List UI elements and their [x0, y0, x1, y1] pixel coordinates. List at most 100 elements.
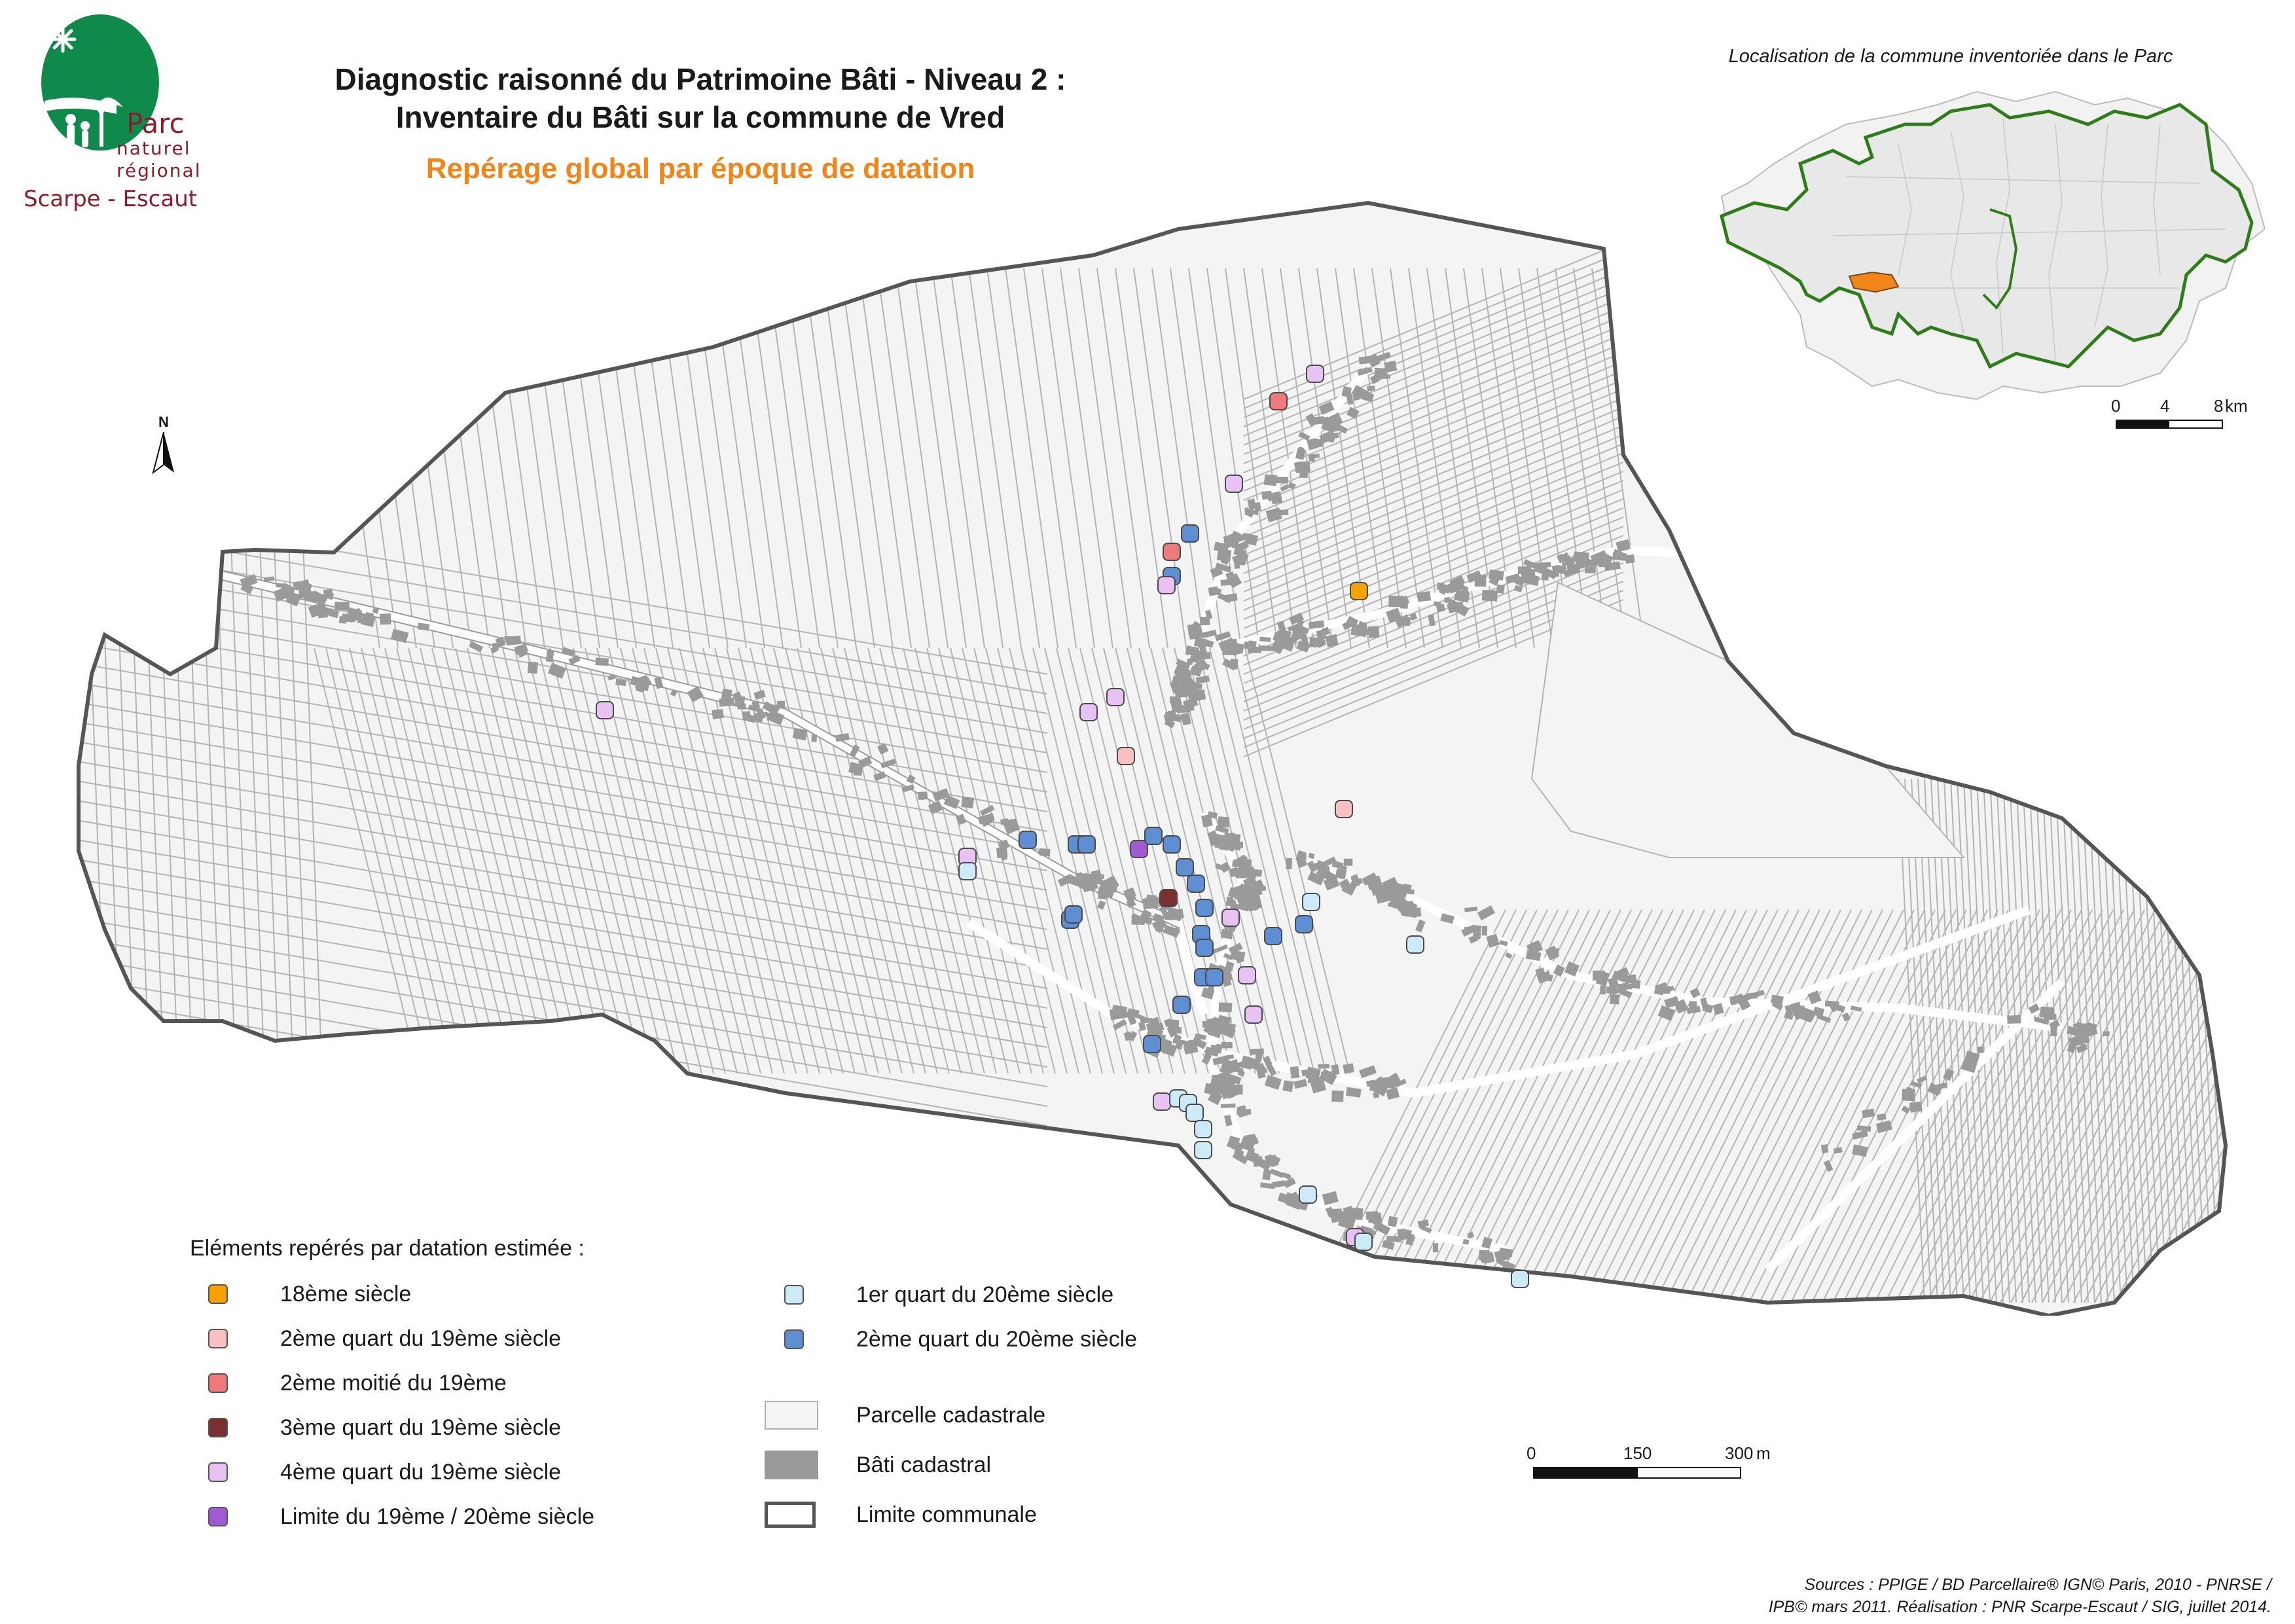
building: [1295, 461, 1310, 474]
legend-swatch: [784, 1285, 804, 1305]
building: [1927, 1083, 1942, 1096]
heritage-point[interactable]: [1143, 1035, 1161, 1053]
building: [1375, 352, 1391, 362]
heritage-point[interactable]: [1144, 827, 1163, 845]
parcel-line: [1581, 909, 1779, 1303]
building: [1192, 687, 1202, 695]
parcel-line: [1005, 268, 1058, 649]
heritage-point[interactable]: [1225, 475, 1243, 493]
building: [1821, 1144, 1829, 1153]
parcel-line: [1853, 909, 2051, 1303]
heritage-point[interactable]: [1238, 966, 1256, 984]
heritage-point[interactable]: [1187, 875, 1205, 893]
building: [1612, 970, 1627, 983]
heritage-point[interactable]: [1205, 968, 1223, 986]
building: [1382, 891, 1398, 902]
building: [170, 560, 179, 570]
heritage-point[interactable]: [1159, 889, 1178, 907]
building: [1443, 585, 1451, 594]
building: [1146, 1022, 1156, 1036]
heritage-point[interactable]: [1195, 899, 1214, 917]
heritage-point[interactable]: [1302, 893, 1320, 911]
heritage-point[interactable]: [1157, 576, 1176, 594]
heritage-point[interactable]: [1077, 835, 1096, 854]
legend-label: 18ème siècle: [280, 1281, 412, 1307]
heritage-point[interactable]: [1106, 688, 1125, 706]
parcel-line: [1079, 647, 1185, 1074]
inset-scale-label-8: 8: [2214, 396, 2224, 416]
building: [1195, 675, 1210, 684]
heritage-point[interactable]: [1306, 365, 1324, 383]
building: [1295, 448, 1306, 460]
parcel-line: [1957, 778, 1984, 1303]
park-logo-graphic: [41, 14, 159, 151]
building: [186, 564, 201, 577]
building: [1231, 543, 1244, 549]
parcel-line: [2042, 778, 2069, 1303]
heritage-point[interactable]: [1195, 939, 1214, 957]
heritage-point[interactable]: [1163, 835, 1181, 854]
building: [1365, 875, 1382, 890]
heritage-point[interactable]: [1335, 800, 1353, 818]
heritage-point[interactable]: [1176, 858, 1194, 876]
heritage-point[interactable]: [1194, 1120, 1212, 1138]
heritage-point[interactable]: [1163, 543, 1181, 561]
heritage-point[interactable]: [1406, 935, 1424, 954]
heritage-point[interactable]: [1019, 831, 1037, 849]
heritage-point[interactable]: [596, 701, 614, 719]
building: [1505, 952, 1513, 959]
legend-title: Eléments repérés par datation estimée :: [190, 1236, 585, 1261]
parcel-line: [1243, 251, 1624, 409]
parcel-line: [79, 680, 1048, 852]
building: [293, 581, 300, 588]
building: [562, 647, 576, 657]
building: [748, 715, 763, 723]
building: [1943, 1068, 1955, 1081]
heritage-point[interactable]: [1350, 582, 1368, 600]
building: [932, 787, 950, 802]
parcel-line: [2055, 778, 2082, 1303]
building: [1690, 987, 1701, 999]
parcel-line: [1243, 397, 1624, 556]
heritage-point[interactable]: [1181, 524, 1199, 543]
building: [1373, 1221, 1391, 1236]
heritage-point[interactable]: [1295, 915, 1313, 933]
building: [1771, 994, 1784, 1005]
building: [1193, 659, 1206, 669]
heritage-point[interactable]: [958, 862, 977, 880]
heritage-point[interactable]: [1064, 905, 1083, 924]
building: [1227, 887, 1237, 898]
heritage-point[interactable]: [1130, 840, 1148, 858]
building: [1389, 1072, 1401, 1084]
building: [1910, 1081, 1923, 1089]
heritage-point[interactable]: [1194, 1141, 1212, 1159]
legend-item-18eme: 18ème siècle: [208, 1281, 411, 1307]
parcel-line: [1243, 268, 1297, 649]
heritage-point[interactable]: [1172, 996, 1191, 1014]
heritage-point[interactable]: [1221, 909, 1240, 927]
commune-map[interactable]: [65, 190, 2239, 1318]
parcel-line: [2081, 778, 2108, 1303]
building: [1358, 355, 1373, 365]
parcel-line: [986, 268, 1040, 649]
building: [1220, 928, 1234, 940]
heritage-point[interactable]: [1299, 1185, 1317, 1204]
heritage-point[interactable]: [1264, 927, 1282, 945]
heritage-point[interactable]: [1511, 1270, 1529, 1288]
heritage-point[interactable]: [1185, 1104, 1204, 1122]
building: [811, 734, 817, 742]
heritage-point[interactable]: [1117, 747, 1135, 765]
parcel-line: [1748, 909, 1946, 1303]
parcel-line: [1976, 778, 2004, 1303]
heritage-point[interactable]: [1153, 1092, 1171, 1111]
building: [1146, 894, 1157, 901]
building: [1201, 1053, 1212, 1065]
heritage-point[interactable]: [1354, 1233, 1373, 1251]
heritage-point[interactable]: [1079, 703, 1098, 721]
building: [1083, 873, 1100, 884]
parcel-line: [1243, 352, 1624, 510]
building: [1477, 905, 1496, 921]
heritage-point[interactable]: [1269, 392, 1288, 410]
building: [1481, 1236, 1492, 1249]
heritage-point[interactable]: [1244, 1005, 1263, 1024]
